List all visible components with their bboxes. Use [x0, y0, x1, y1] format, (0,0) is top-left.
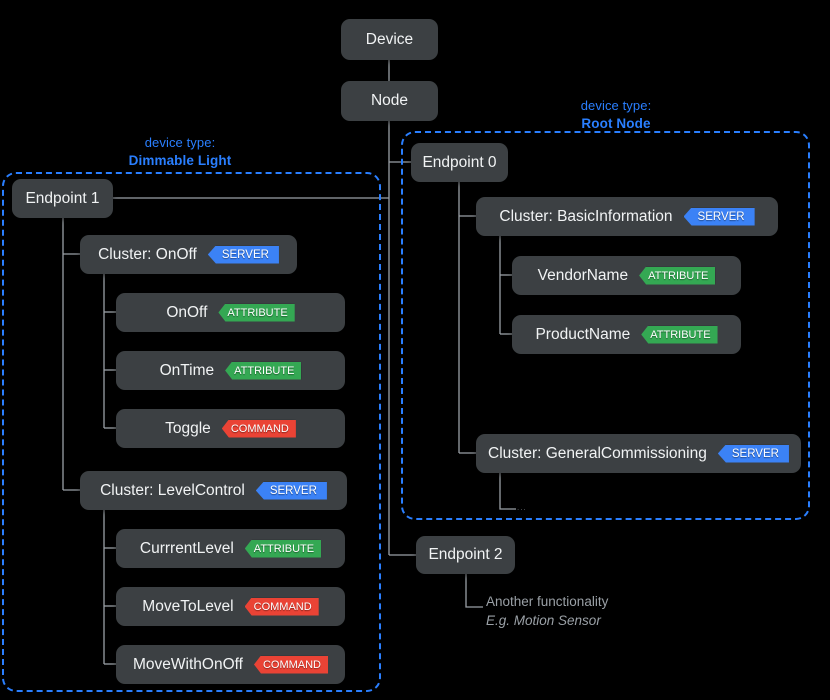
member-productname-label: ProductName	[535, 325, 631, 343]
device-node[interactable]: Device	[341, 19, 438, 60]
endpoint-2-note-line2: E.g. Motion Sensor	[486, 613, 601, 628]
endpoint-1-node[interactable]: Endpoint 1	[12, 179, 113, 218]
attribute-badge: ATTRIBUTE	[218, 303, 295, 322]
device-type-container-root-node	[401, 131, 810, 520]
member-ontime-node[interactable]: OnTime ATTRIBUTE	[116, 351, 345, 390]
member-vendorname-node[interactable]: VendorName ATTRIBUTE	[512, 256, 741, 295]
member-productname-node[interactable]: ProductName ATTRIBUTE	[512, 315, 741, 354]
cluster-onoff-label: Cluster: OnOff	[98, 245, 197, 263]
cluster-generalcommissioning-node[interactable]: Cluster: GeneralCommissioning SERVER	[476, 434, 801, 473]
device-type-label-root-node: device type: Root Node	[526, 97, 706, 133]
endpoint-2-note: Another functionality E.g. Motion Sensor	[486, 592, 608, 630]
endpoint-1-label: Endpoint 1	[25, 189, 100, 207]
member-currrentlevel-label: CurrrentLevel	[139, 539, 234, 557]
attribute-badge: ATTRIBUTE	[244, 539, 322, 558]
endpoint-0-node[interactable]: Endpoint 0	[411, 143, 508, 182]
attribute-badge: ATTRIBUTE	[641, 325, 718, 344]
endpoint-2-note-line1: Another functionality	[486, 594, 609, 609]
cluster-onoff-node[interactable]: Cluster: OnOff SERVER	[80, 235, 297, 274]
command-badge: COMMAND	[221, 419, 296, 438]
cluster-generalcommissioning-label: Cluster: GeneralCommissioning	[488, 444, 707, 462]
endpoint-2-label: Endpoint 2	[428, 546, 503, 563]
member-onoff-node[interactable]: OnOff ATTRIBUTE	[116, 293, 345, 332]
generalcommissioning-ellipsis: ...	[517, 503, 527, 512]
device-node-label: Device	[365, 30, 414, 48]
command-badge: COMMAND	[253, 655, 329, 674]
attribute-badge: ATTRIBUTE	[225, 361, 302, 380]
member-toggle-node[interactable]: Toggle COMMAND	[116, 409, 345, 448]
node-node-label: Node	[370, 92, 409, 109]
server-badge: SERVER	[207, 245, 279, 264]
device-type-prefix: device type:	[144, 135, 216, 150]
member-movewithonoff-node[interactable]: MoveWithOnOff COMMAND	[116, 645, 345, 684]
cluster-basicinformation-node[interactable]: Cluster: BasicInformation SERVER	[476, 197, 778, 236]
endpoint-0-label: Endpoint 0	[422, 153, 497, 171]
node-node[interactable]: Node	[341, 81, 438, 121]
member-currrentlevel-node[interactable]: CurrrentLevel ATTRIBUTE	[116, 529, 345, 568]
member-onoff-label: OnOff	[166, 303, 208, 321]
member-movetolevel-label: MoveToLevel	[142, 597, 234, 615]
member-movewithonoff-label: MoveWithOnOff	[132, 655, 243, 673]
endpoint-2-node[interactable]: Endpoint 2	[416, 536, 515, 574]
server-badge: SERVER	[255, 481, 327, 500]
server-badge: SERVER	[683, 207, 755, 226]
device-type-name: Root Node	[581, 116, 651, 131]
device-type-prefix: device type:	[580, 98, 652, 113]
cluster-levelcontrol-node[interactable]: Cluster: LevelControl SERVER	[80, 471, 347, 510]
server-badge: SERVER	[717, 444, 789, 463]
device-type-label-dimmable-light: device type: Dimmable Light	[90, 134, 270, 170]
member-movetolevel-node[interactable]: MoveToLevel COMMAND	[116, 587, 345, 626]
device-type-container-dimmable-light	[2, 172, 381, 692]
member-vendorname-label: VendorName	[537, 266, 629, 284]
device-type-name: Dimmable Light	[128, 153, 232, 168]
cluster-levelcontrol-label: Cluster: LevelControl	[100, 481, 245, 499]
command-badge: COMMAND	[244, 597, 319, 616]
member-toggle-label: Toggle	[165, 419, 211, 437]
attribute-badge: ATTRIBUTE	[639, 266, 716, 285]
cluster-basicinformation-label: Cluster: BasicInformation	[499, 207, 673, 225]
member-ontime-label: OnTime	[159, 361, 215, 379]
